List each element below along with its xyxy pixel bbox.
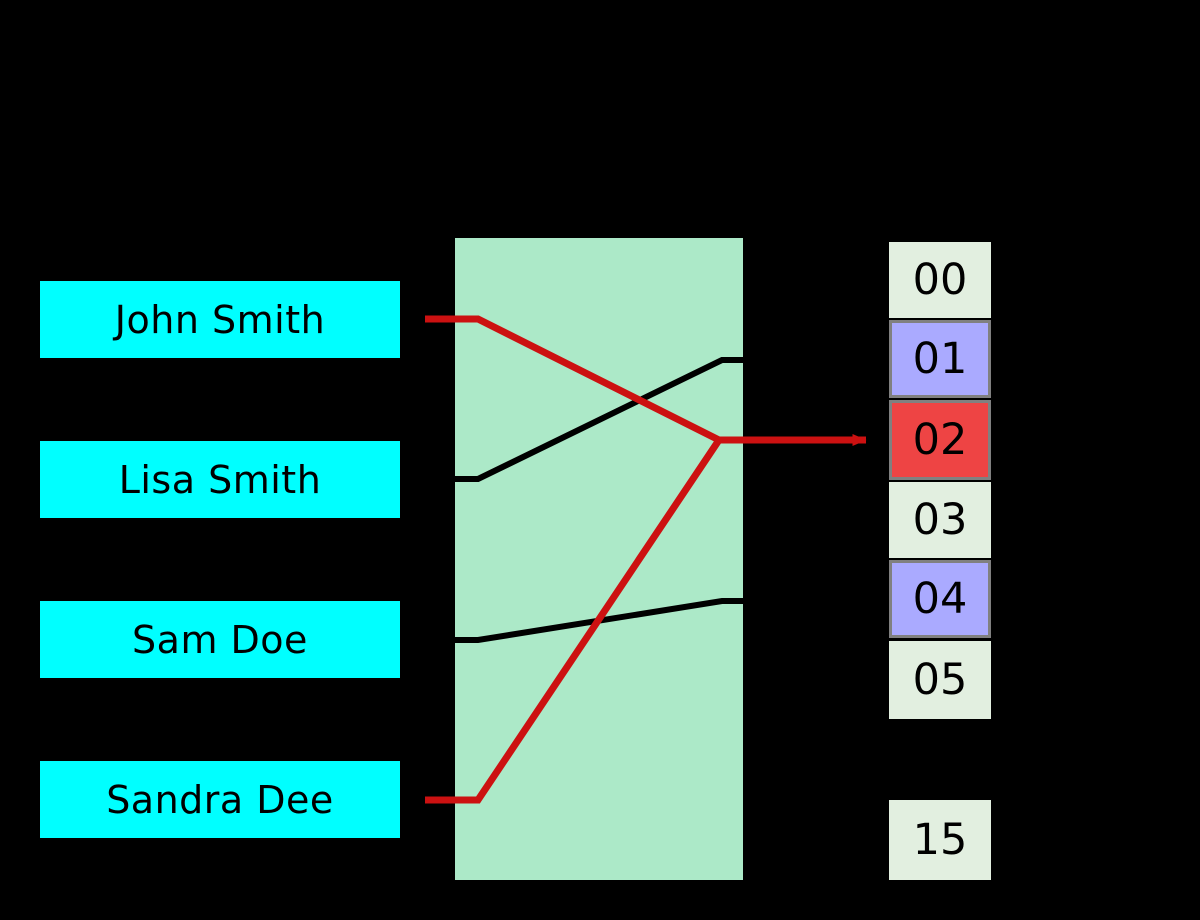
key-box-sam-doe[interactable]: Sam Doe bbox=[40, 601, 400, 678]
bucket-index-label: 05 bbox=[912, 655, 968, 705]
bucket-index-label: 03 bbox=[912, 495, 968, 545]
bucket-index-label: 15 bbox=[912, 815, 968, 865]
key-label: Lisa Smith bbox=[118, 457, 322, 502]
bucket-cell-02[interactable]: 02 bbox=[889, 400, 991, 480]
bucket-cell-15[interactable]: 15 bbox=[889, 800, 991, 880]
key-label: Sandra Dee bbox=[106, 777, 334, 822]
key-box-lisa-smith[interactable]: Lisa Smith bbox=[40, 441, 400, 518]
bucket-index-label: 01 bbox=[912, 334, 968, 384]
hash-function-panel bbox=[455, 238, 743, 880]
bucket-cell-00[interactable]: 00 bbox=[889, 242, 991, 318]
bucket-cell-03[interactable]: 03 bbox=[889, 482, 991, 558]
key-box-john-smith[interactable]: John Smith bbox=[40, 281, 400, 358]
key-box-sandra-dee[interactable]: Sandra Dee bbox=[40, 761, 400, 838]
bucket-index-label: 00 bbox=[912, 255, 968, 305]
bucket-cell-04[interactable]: 04 bbox=[889, 560, 991, 638]
bucket-cell-01[interactable]: 01 bbox=[889, 320, 991, 398]
bucket-index-label: 04 bbox=[912, 574, 968, 624]
bucket-cell-05[interactable]: 05 bbox=[889, 641, 991, 719]
bucket-index-label: 02 bbox=[912, 415, 968, 465]
key-label: Sam Doe bbox=[132, 617, 308, 662]
key-label: John Smith bbox=[114, 297, 326, 342]
